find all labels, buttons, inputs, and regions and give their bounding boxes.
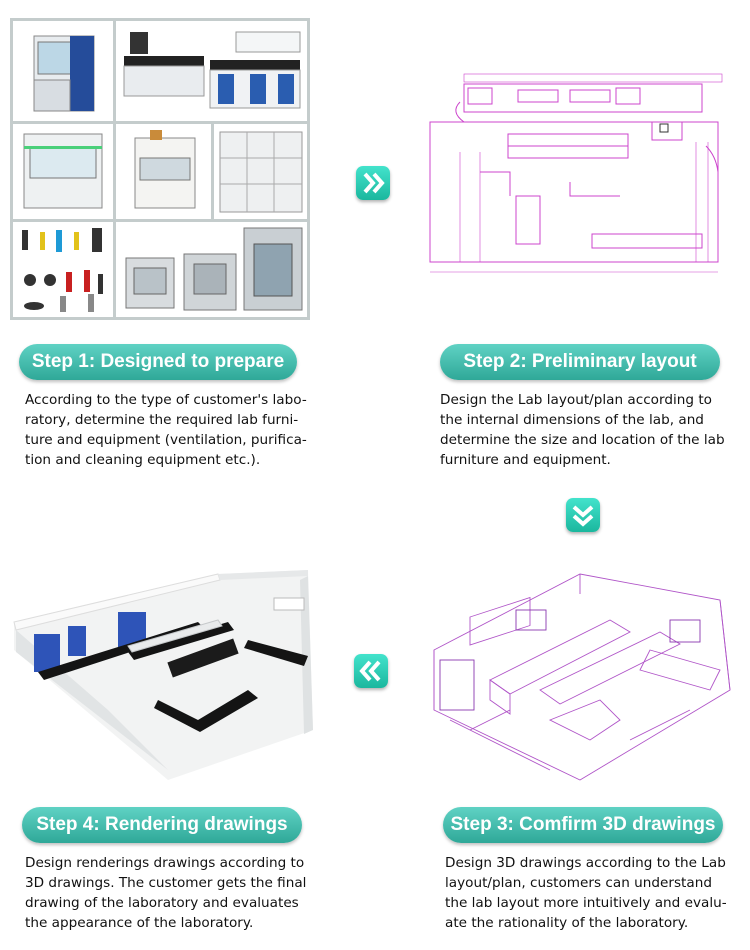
step1-desc-line: tion and cleaning equipment etc.).	[25, 452, 261, 468]
double-chevron-down-icon	[572, 505, 594, 527]
step1-desc-line: ratory, determine the required lab furni…	[25, 412, 299, 428]
step3-desc-line: Design 3D drawings according to the Lab	[445, 855, 726, 871]
step4-desc-line: Design renderings drawings according to	[25, 855, 305, 871]
step4-rendering	[8, 560, 333, 785]
step3-title-badge: Step 3: Comfirm 3D drawings	[443, 807, 723, 843]
step3-desc-line: ate the rationality of the laboratory.	[445, 915, 689, 931]
double-chevron-right-icon	[363, 172, 385, 194]
step4-desc-line: the appearance of the laboratory.	[25, 915, 254, 931]
step3-desc-line: the lab layout more intuitively and eval…	[445, 895, 727, 911]
step4-description: Design renderings drawings according to …	[25, 853, 325, 933]
step1-desc-line: According to the type of customer's labo…	[25, 392, 307, 408]
step1-furniture-collage	[10, 18, 310, 320]
step1-title-badge: Step 1: Designed to prepare	[19, 344, 297, 380]
step3-description: Design 3D drawings according to the Lab …	[445, 853, 745, 933]
double-chevron-left-icon	[359, 660, 381, 682]
3d-drawing-graphic	[433, 573, 731, 781]
step1-desc-line: ture and equipment (ventilation, purific…	[25, 432, 307, 448]
rendering-graphic	[13, 570, 313, 780]
step2-desc-line: Design the Lab layout/plan according to	[440, 392, 712, 408]
step2-description: Design the Lab layout/plan according to …	[440, 390, 740, 470]
next-right-arrow[interactable]	[356, 166, 390, 200]
collage-graphic	[13, 21, 307, 317]
floor-plan-graphic	[429, 73, 723, 273]
step4-title-badge: Step 4: Rendering drawings	[22, 807, 302, 843]
next-down-arrow[interactable]	[566, 498, 600, 532]
step2-title-badge: Step 2: Preliminary layout	[440, 344, 720, 380]
next-left-arrow[interactable]	[354, 654, 388, 688]
step3-desc-line: layout/plan, customers can understand	[445, 875, 712, 891]
step1-description: According to the type of customer's labo…	[25, 390, 325, 470]
step2-desc-line: the internal dimensions of the lab, and	[440, 412, 704, 428]
step2-desc-line: furniture and equipment.	[440, 452, 611, 468]
step4-desc-line: 3D drawings. The customer gets the final	[25, 875, 307, 891]
step3-3d-drawing	[430, 570, 735, 785]
step2-desc-line: determine the size and location of the l…	[440, 432, 725, 448]
step4-desc-line: drawing of the laboratory and evaluates	[25, 895, 299, 911]
step2-floor-plan	[420, 62, 725, 282]
